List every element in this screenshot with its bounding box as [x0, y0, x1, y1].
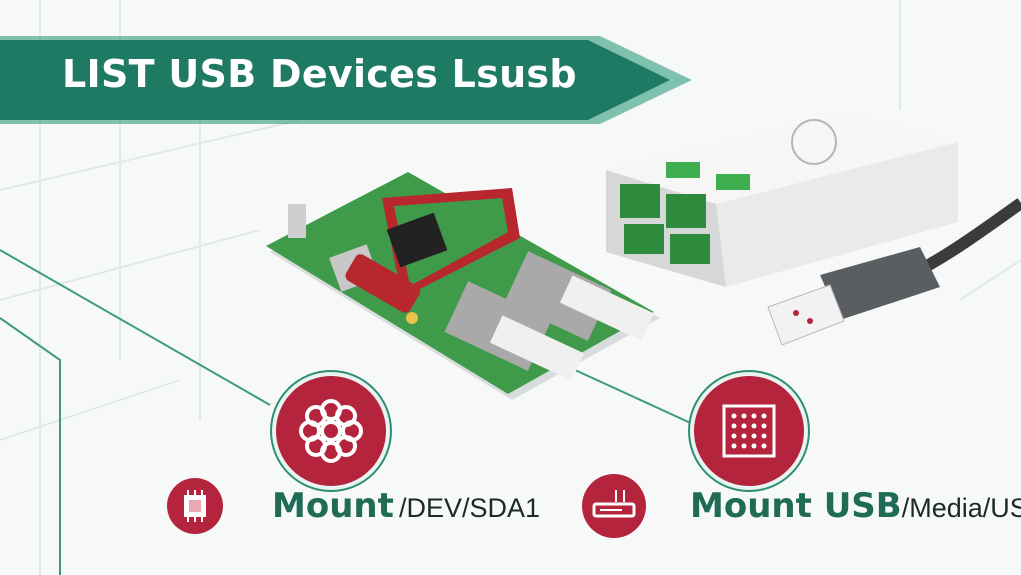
mount-label-2: Mount USB/Media/US: [690, 486, 1021, 526]
mount-label-1-text: Mount: [272, 486, 394, 526]
mount-label-2-text: Mount USB: [690, 486, 902, 526]
usb-drive-icon: [592, 490, 636, 518]
flower-icon: [299, 399, 363, 463]
mount-path-2: /Media/US: [901, 493, 1021, 523]
usb-hub-image: [606, 112, 958, 287]
mount-path-1: /DEV/SDA1: [398, 493, 541, 523]
flower-icon-badge: [272, 372, 390, 490]
grid-chip-icon: [722, 404, 776, 458]
usb-drive-icon-badge: [582, 474, 646, 538]
circuit-board-image: [266, 172, 660, 400]
chip-icon: [184, 490, 206, 522]
grid-chip-icon-badge: [690, 372, 808, 490]
title-banner: [0, 36, 692, 124]
mount-label-1: Mount /DEV/SDA1: [272, 486, 540, 526]
usb-cable-image: [767, 198, 1021, 346]
chip-icon-badge: [167, 478, 223, 534]
page-title: LIST USB Devices Lsusb: [62, 52, 577, 96]
